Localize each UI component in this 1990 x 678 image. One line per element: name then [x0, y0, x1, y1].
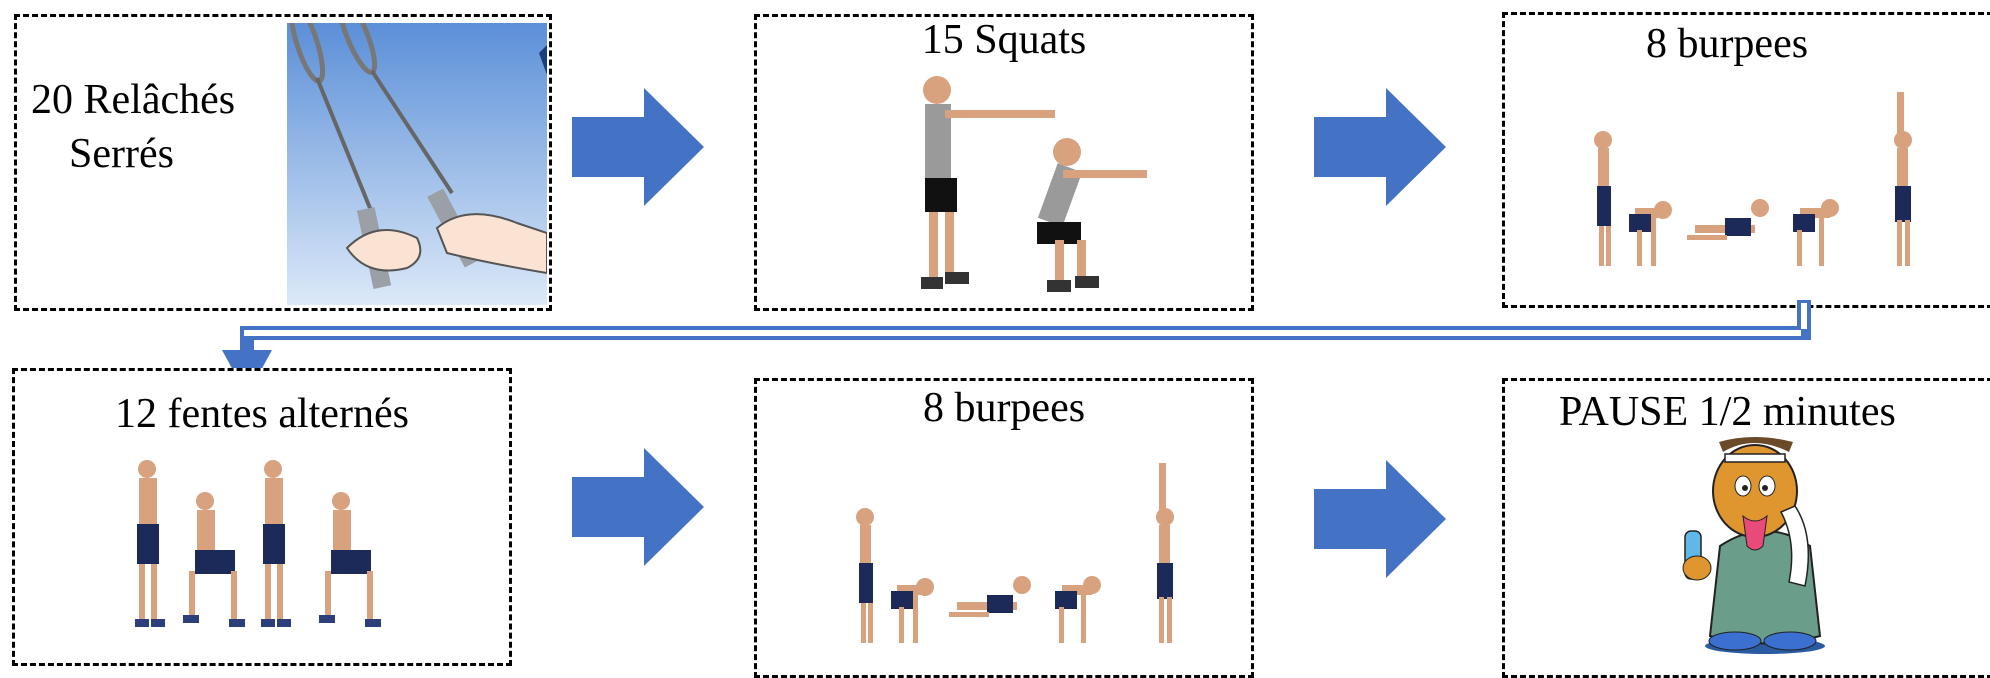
arrow-right-3: [572, 448, 704, 566]
step-label-6: PAUSE 1/2 minutes: [1559, 389, 1896, 435]
burpee-sequence-icon: [847, 457, 1187, 667]
step-box-5: 8 burpees: [754, 378, 1254, 678]
step-box-4: 12 fentes alternés: [12, 368, 512, 666]
step-label-5: 8 burpees: [757, 385, 1251, 431]
lunge-sequence-icon: [115, 459, 415, 639]
step-label-4: 12 fentes alternés: [15, 391, 509, 437]
tired-man-water-bottle-icon: [1665, 436, 1865, 656]
step-box-6: PAUSE 1/2 minutes: [1502, 378, 1990, 678]
arrow-right-4: [1314, 460, 1446, 578]
